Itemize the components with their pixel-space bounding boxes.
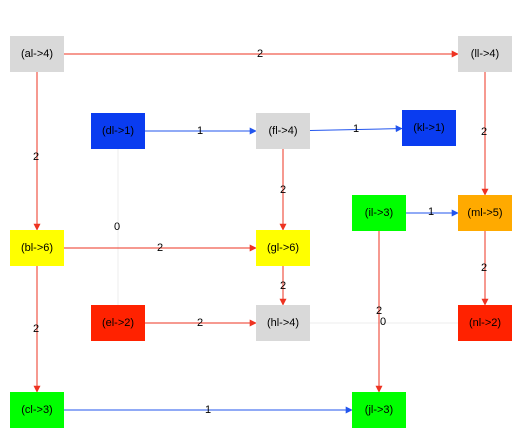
node-ml: (ml->5) <box>458 195 512 231</box>
node-box-fl <box>256 113 310 149</box>
node-hl: (hl->4) <box>256 305 310 341</box>
node-ll: (ll->4) <box>458 36 512 72</box>
node-dl: (dl->1) <box>91 113 145 149</box>
node-box-cl <box>10 392 64 428</box>
node-box-nl <box>458 305 512 341</box>
edge-label-gl-hl: 2 <box>280 280 286 292</box>
node-box-el <box>91 305 145 341</box>
node-label-cl: (cl->3) <box>21 404 52 416</box>
node-box-hl <box>256 305 310 341</box>
node-box-il <box>352 195 406 231</box>
node-label-jl: (jl->3) <box>365 404 393 416</box>
node-box-kl <box>402 110 456 146</box>
node-kl: (kl->1) <box>402 110 456 146</box>
node-el: (el->2) <box>91 305 145 341</box>
edge-label-fl-gl: 2 <box>280 184 286 196</box>
edge-label-hl-nl: 0 <box>380 316 386 328</box>
node-gl: (gl->6) <box>256 230 310 266</box>
node-label-al: (al->4) <box>21 48 53 60</box>
node-nl: (nl->2) <box>458 305 512 341</box>
node-label-bl: (bl->6) <box>21 242 53 254</box>
node-layer: (al->4) (ll->4) (dl->1) (fl->4) (kl->1) (il->… <box>10 36 512 428</box>
node-label-fl: (fl->4) <box>268 125 297 137</box>
node-label-hl: (hl->4) <box>267 317 299 329</box>
edge-label-il-ml: 1 <box>428 206 434 218</box>
node-box-jl <box>352 392 406 428</box>
node-label-el: (el->2) <box>102 317 134 329</box>
edge-label-bl-gl: 2 <box>157 242 163 254</box>
edge-fl-kl <box>309 125 403 133</box>
edge-label-al-ll: 2 <box>257 48 263 60</box>
node-label-nl: (nl->2) <box>469 317 501 329</box>
node-fl: (fl->4) <box>256 113 310 149</box>
node-cl: (cl->3) <box>10 392 64 428</box>
node-bl: (bl->6) <box>10 230 64 266</box>
node-il: (il->3) <box>352 195 406 231</box>
node-label-dl: (dl->1) <box>102 125 134 137</box>
node-box-ll <box>458 36 512 72</box>
edge-label-bl-cl: 2 <box>33 323 39 335</box>
edge-label-cl-jl: 1 <box>205 404 211 416</box>
node-label-ml: (ml->5) <box>467 207 502 219</box>
node-label-kl: (kl->1) <box>413 122 444 134</box>
edge-label-al-bl: 2 <box>33 151 39 163</box>
node-label-ll: (ll->4) <box>471 48 499 60</box>
edge-label-dl-el: 0 <box>114 221 120 233</box>
node-box-al <box>10 36 64 72</box>
edge-label-dl-fl: 1 <box>197 125 203 137</box>
node-label-il: (il->3) <box>365 207 393 219</box>
node-box-gl <box>256 230 310 266</box>
node-label-gl: (gl->6) <box>267 242 299 254</box>
node-al: (al->4) <box>10 36 64 72</box>
edge-label-el-hl: 2 <box>197 317 203 329</box>
edge-label-ml-nl: 2 <box>481 262 487 274</box>
edge-label-il-jl: 2 <box>376 305 382 317</box>
node-jl: (jl->3) <box>352 392 406 428</box>
edge-label-ll-ml: 2 <box>481 126 487 138</box>
node-box-ml <box>458 195 512 231</box>
node-box-dl <box>91 113 145 149</box>
edge-label-fl-kl: 1 <box>353 123 359 135</box>
node-box-bl <box>10 230 64 266</box>
